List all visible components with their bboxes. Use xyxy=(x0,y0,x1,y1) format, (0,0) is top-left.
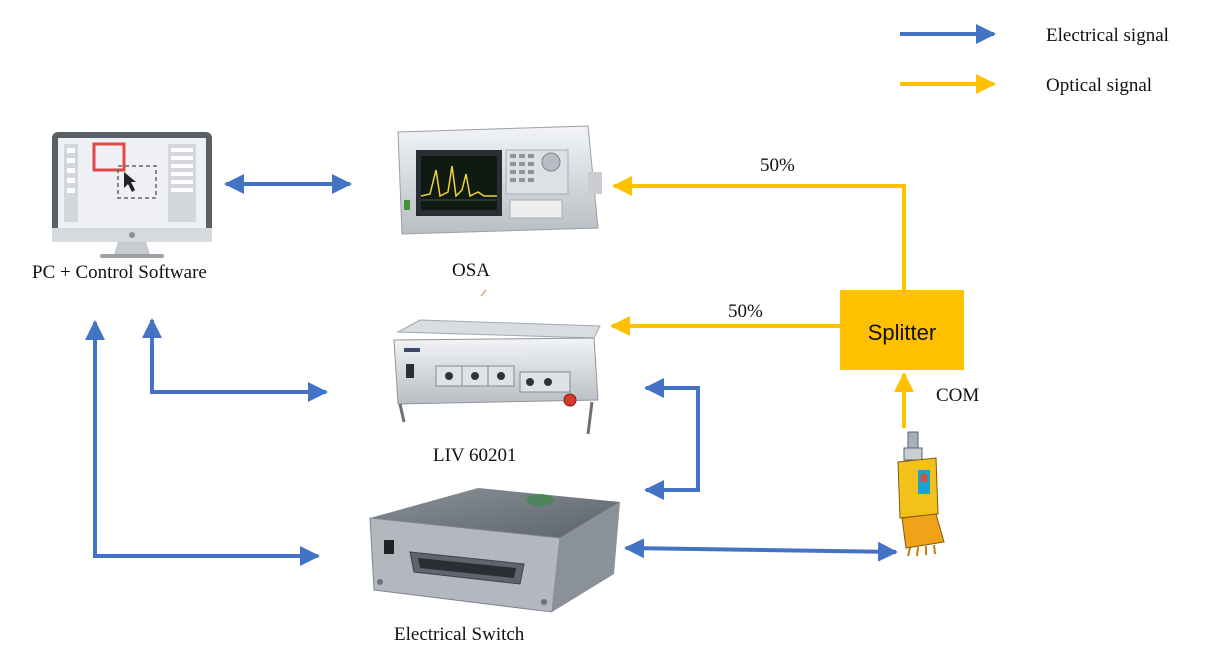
pc-liv-arrow xyxy=(142,318,328,402)
osa-label: OSA xyxy=(452,260,490,281)
splitter-label: Splitter xyxy=(868,320,936,345)
optical-links xyxy=(610,176,914,428)
liv-switch-arrow xyxy=(644,378,700,500)
optical-legend-label: Optical signal xyxy=(1046,75,1152,96)
monitor-icon xyxy=(52,132,212,258)
pc-label: PC + Control Software xyxy=(32,262,207,283)
laser-device-icon xyxy=(897,431,945,557)
switch-dut-arrow xyxy=(624,538,898,562)
com-label: COM xyxy=(936,385,979,406)
electrical-legend-label: Electrical signal xyxy=(1046,25,1169,46)
liv-label: LIV 60201 xyxy=(433,445,517,466)
liv-instrument-icon xyxy=(393,319,601,435)
legend: Electrical signal Optical signal xyxy=(900,24,1169,96)
pc-switch-arrow xyxy=(85,320,320,566)
osa-ratio-label: 50% xyxy=(760,155,795,176)
osa-tick-mark xyxy=(480,289,487,297)
electrical-links xyxy=(85,174,898,566)
switch-label: Electrical Switch xyxy=(394,624,525,645)
electrical-switch-box-icon xyxy=(369,488,620,613)
splitter-osa-arrow xyxy=(612,176,906,290)
osa-instrument-icon xyxy=(397,125,602,235)
liv-ratio-label: 50% xyxy=(728,301,763,322)
splitter-box xyxy=(840,290,964,370)
